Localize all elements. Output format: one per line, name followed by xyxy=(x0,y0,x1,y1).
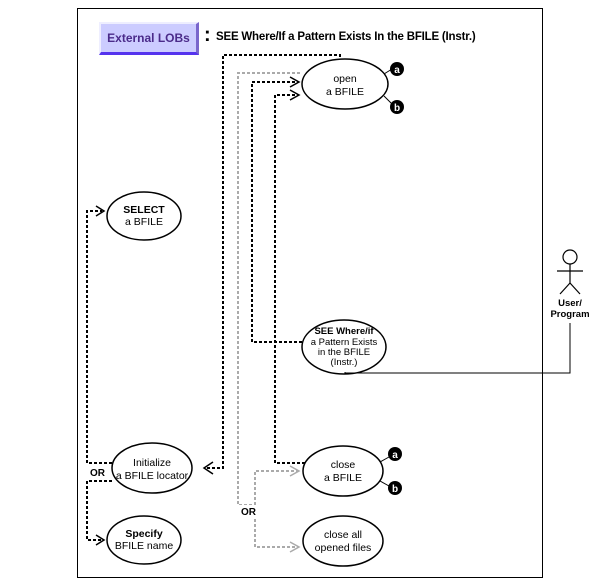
actor-line1: User/ xyxy=(558,298,582,309)
connector-close-open xyxy=(274,89,305,464)
select-line1: SELECT xyxy=(123,204,165,216)
close-all-line2: opened files xyxy=(315,542,372,554)
actor-association-line xyxy=(344,323,571,374)
connector-initialize-specify xyxy=(86,480,112,546)
close-line1: close xyxy=(331,459,356,471)
svg-text:a: a xyxy=(394,65,400,76)
open-line1: open xyxy=(333,73,357,85)
or-label-left: OR xyxy=(90,468,106,479)
actor-line2: Program xyxy=(550,309,589,320)
actor-user-program xyxy=(557,249,583,295)
diagram-title: SEE Where/If a Pattern Exists In the BFI… xyxy=(216,31,476,43)
use-case-open[interactable]: open a BFILE xyxy=(301,58,389,110)
connector-see-open xyxy=(251,76,302,343)
connector-initialize-select xyxy=(86,205,112,464)
see-line2: a Pattern Exists xyxy=(311,337,378,348)
badge-open-b: b xyxy=(383,95,404,114)
select-line2: a BFILE xyxy=(125,216,163,228)
specify-line1: Specify xyxy=(125,528,163,540)
initialize-line2: a BFILE locator xyxy=(116,470,189,482)
external-lobs-button[interactable]: External LOBs xyxy=(99,22,199,55)
see-line3: in the BFILE xyxy=(318,347,370,358)
badge-open-a: a xyxy=(383,62,404,76)
initialize-line1: Initialize xyxy=(133,457,171,469)
use-case-close[interactable]: close a BFILE xyxy=(302,445,384,497)
specify-line2: BFILE name xyxy=(115,540,174,552)
diagram-frame xyxy=(77,8,543,578)
actor-head-icon xyxy=(562,249,578,265)
title-separator: : xyxy=(204,24,211,46)
connector-open-close xyxy=(237,72,301,553)
badge-close-b: b xyxy=(379,480,402,495)
see-line4: (Instr.) xyxy=(331,357,358,368)
use-case-see-pattern[interactable]: SEE Where/if a Pattern Exists in the BFI… xyxy=(301,319,387,375)
connector-open-initialize xyxy=(202,54,341,475)
open-line2: a BFILE xyxy=(326,86,364,98)
or-label-right: OR xyxy=(241,507,257,518)
use-case-initialize[interactable]: Initialize a BFILE locator xyxy=(111,442,193,494)
use-case-specify[interactable]: Specify BFILE name xyxy=(106,515,182,565)
close-line2: a BFILE xyxy=(324,472,362,484)
see-line1: SEE Where/if xyxy=(314,326,374,337)
use-case-select[interactable]: SELECT a BFILE xyxy=(106,191,182,241)
svg-text:b: b xyxy=(392,484,398,495)
svg-text:a: a xyxy=(392,450,398,461)
use-case-close-all[interactable]: close all opened files xyxy=(302,515,384,567)
close-all-line1: close all xyxy=(324,529,362,541)
badge-close-a: a xyxy=(379,447,402,463)
svg-text:b: b xyxy=(394,103,400,114)
